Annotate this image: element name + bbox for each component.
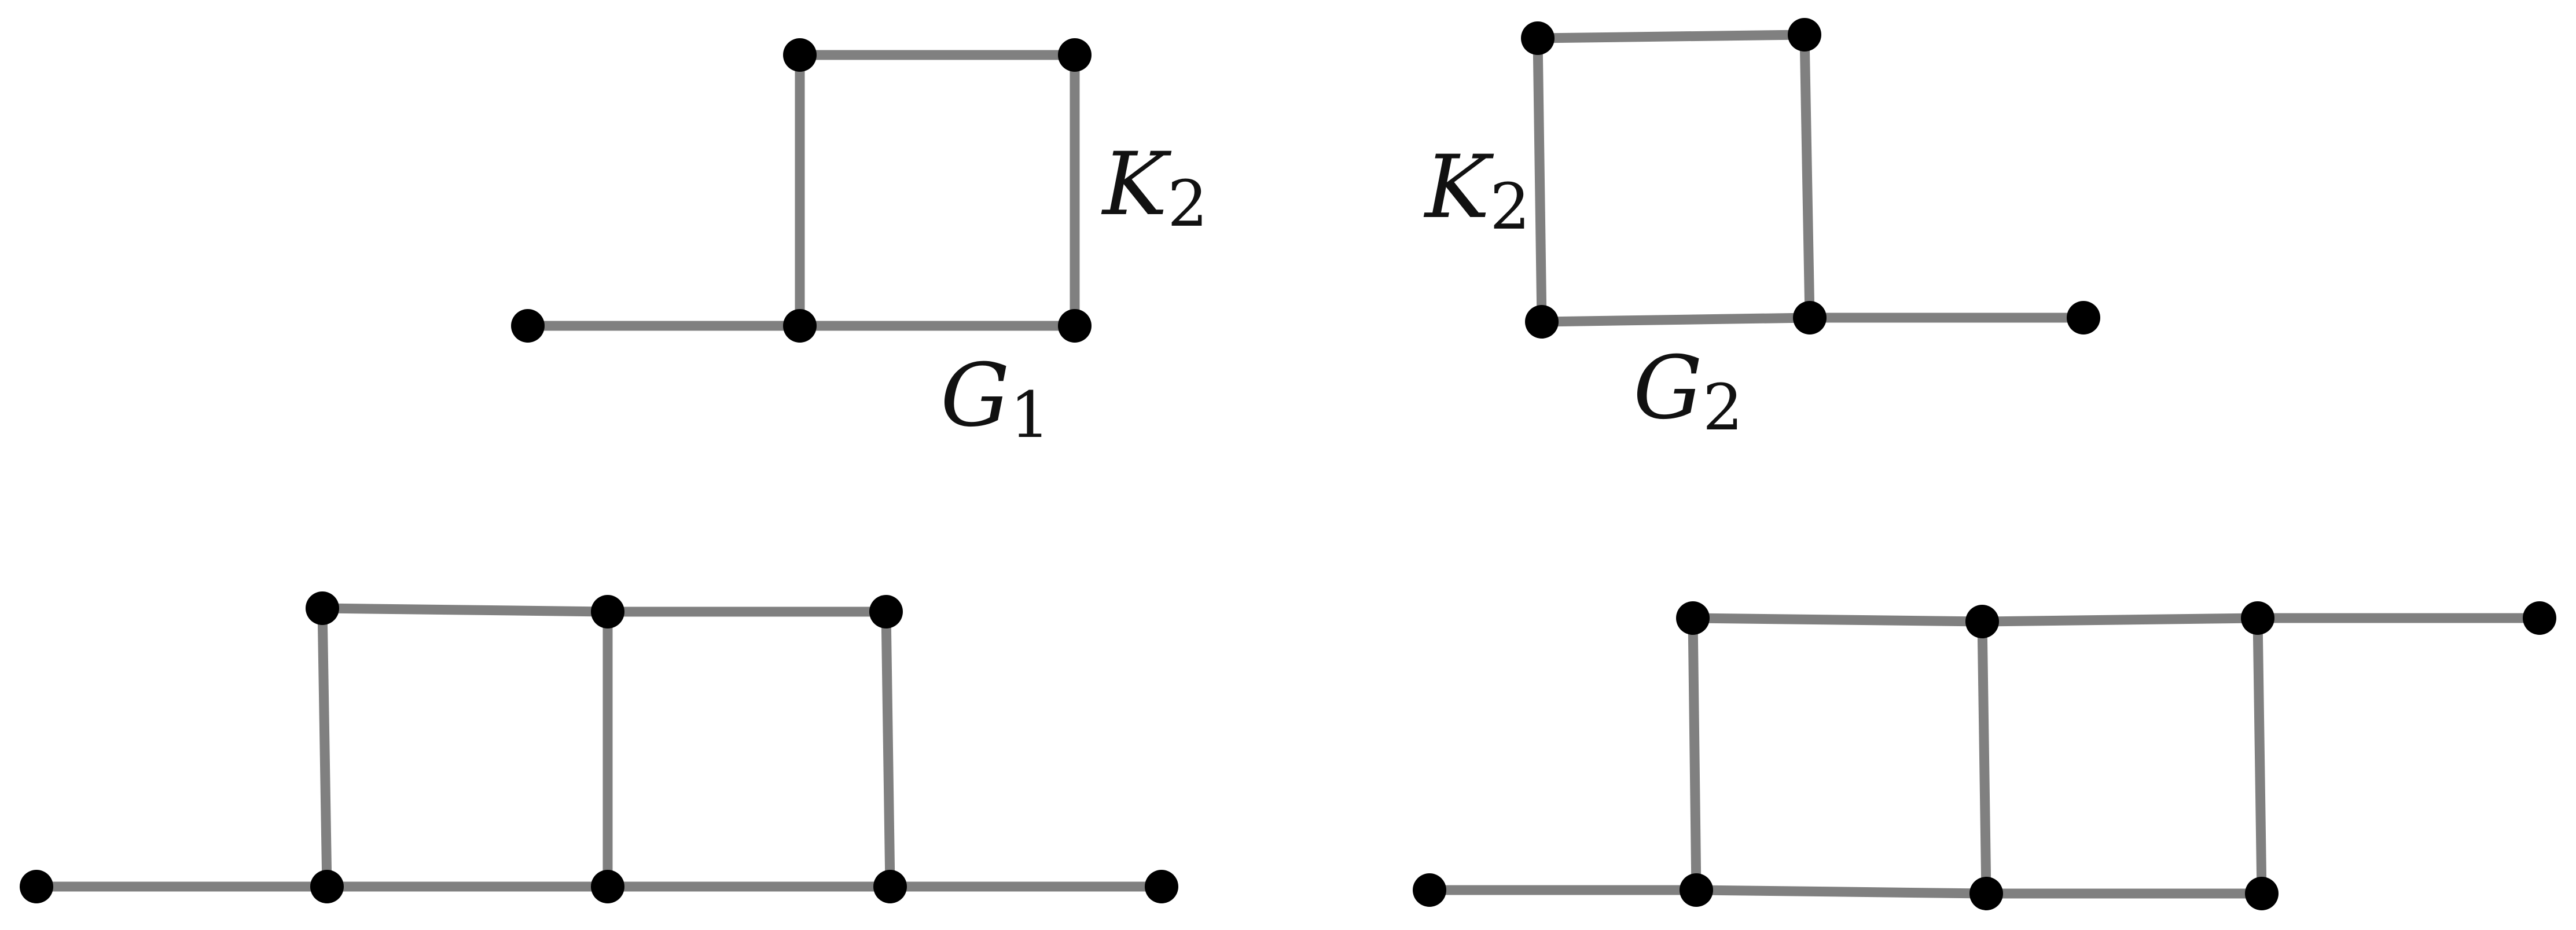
edge <box>1977 616 1991 899</box>
edge <box>1533 33 1547 327</box>
edge <box>881 606 895 892</box>
vertex <box>783 309 817 343</box>
vertex <box>2067 301 2100 334</box>
edge <box>1533 30 1810 43</box>
vertex <box>783 38 817 72</box>
edge <box>317 603 613 617</box>
vertex <box>1793 301 1827 334</box>
vertex <box>1680 873 1713 907</box>
vertex <box>310 870 344 903</box>
vertex <box>2523 601 2556 635</box>
vertex <box>511 309 545 343</box>
vertex <box>306 591 339 625</box>
edge <box>1537 313 1815 327</box>
graph-label: G2 <box>1633 338 1743 444</box>
edge <box>1799 30 1815 323</box>
vertex <box>1965 605 1999 638</box>
vertex <box>1521 21 1555 55</box>
vertex <box>591 870 624 903</box>
edge <box>1688 613 1987 627</box>
graph-label: G1 <box>940 345 1050 452</box>
vertex <box>1788 18 1821 52</box>
vertex <box>1058 309 1092 343</box>
cycle-label: K2 <box>1101 134 1208 241</box>
edge <box>1691 885 1991 899</box>
vertex <box>2241 601 2274 635</box>
vertex <box>20 870 53 903</box>
graph-ladder-right <box>1413 601 2556 910</box>
vertex <box>1676 601 1710 635</box>
edge <box>1688 613 1702 895</box>
edge <box>2252 613 2267 899</box>
vertex <box>873 870 907 903</box>
vertex <box>2245 877 2279 910</box>
edge <box>1977 613 2263 627</box>
edge <box>317 603 332 892</box>
vertex <box>1145 870 1178 903</box>
vertex <box>869 595 903 628</box>
graph-g1: K2 G1 <box>511 38 1208 452</box>
vertex <box>1058 38 1092 72</box>
vertex <box>591 595 624 628</box>
vertex <box>1413 873 1446 907</box>
graph-g2: K2 G2 <box>1423 18 2100 444</box>
vertex <box>1525 305 1559 339</box>
graph-ladder-left <box>20 591 1178 903</box>
vertex <box>1969 877 2003 910</box>
cycle-label: K2 <box>1423 137 1530 244</box>
